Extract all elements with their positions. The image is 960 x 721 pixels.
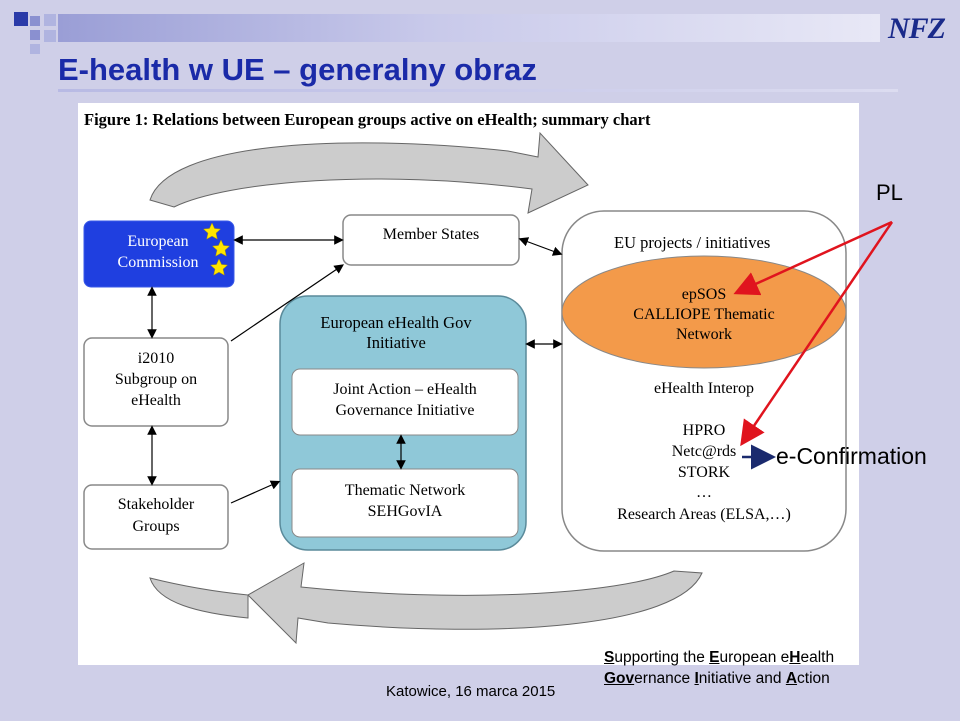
project-netcards: Netc@rds — [672, 443, 737, 460]
i2010-line3: eHealth — [131, 392, 181, 409]
star-icon — [211, 239, 231, 257]
stakeholder-line2: Groups — [132, 518, 179, 535]
acronym-letter: S — [604, 649, 615, 666]
corner-square-decoration — [44, 30, 56, 42]
acronym-text: ction — [797, 670, 830, 687]
title-underline — [58, 89, 898, 92]
red-arrow — [740, 221, 894, 447]
epsos-line1: epSOS — [682, 286, 726, 303]
i2010-line1: i2010 — [138, 350, 174, 367]
acronym-line2: Governance Initiative and Action — [604, 668, 834, 689]
arrow-i2010-member — [230, 264, 344, 342]
top-curved-arrow — [149, 131, 589, 214]
gov-initiative-line2: Initiative — [366, 333, 426, 352]
project-research-areas: Research Areas (ELSA,…) — [617, 506, 791, 523]
project-stork: STORK — [678, 464, 731, 481]
thematic-network-line1: Thematic Network — [345, 482, 465, 499]
pl-label: PL — [876, 180, 903, 205]
acronym-letter: I — [694, 670, 699, 687]
relations-figure: Figure 1: Relations between European gro… — [78, 103, 859, 665]
thematic-network-line2: SEHGovIA — [368, 503, 443, 520]
european-commission-box — [83, 220, 235, 288]
eu-projects-label: EU projects / initiatives — [614, 233, 770, 252]
corner-square-decoration — [30, 44, 40, 54]
acronym-line1: Supporting the European eHealth — [604, 647, 834, 668]
sehgovia-acronym: Supporting the European eHealth Governan… — [604, 647, 834, 689]
bottom-left-gray-band — [149, 577, 249, 619]
red-arrow — [733, 220, 893, 296]
acronym-letter: A — [785, 670, 798, 687]
acronym-letter: Gov — [604, 670, 635, 687]
joint-action-line2: Governance Initiative — [335, 402, 474, 419]
acronym-text: uropean e — [719, 649, 790, 666]
arrow-stakeholder-gov — [230, 480, 281, 504]
arrow-member-projects — [518, 237, 563, 256]
member-states-label: Member States — [383, 226, 479, 243]
slide-footer: Katowice, 16 marca 2015 — [386, 683, 556, 700]
corner-square-decoration — [30, 30, 40, 40]
figure-caption: Figure 1: Relations between European gro… — [84, 110, 651, 129]
star-icon — [209, 258, 229, 276]
slide-title: E-health w UE – generalny obraz — [58, 52, 537, 87]
e-confirmation-label: e-Confirmation — [776, 443, 927, 469]
ehealth-interop-label: eHealth Interop — [654, 380, 754, 397]
project-ellipsis: … — [696, 484, 712, 501]
project-hpro: HPRO — [683, 422, 726, 439]
gov-initiative-line1: European eHealth Gov — [320, 313, 472, 332]
epsos-ellipse — [561, 255, 847, 369]
stakeholder-line1: Stakeholder — [118, 496, 195, 513]
header-gradient-bar — [58, 14, 880, 42]
i2010-line2: Subgroup on — [115, 371, 197, 388]
acronym-text: upporting the — [614, 649, 710, 666]
star-icon — [202, 222, 222, 240]
corner-square-decoration — [14, 12, 28, 26]
corner-square-decoration — [30, 16, 40, 26]
acronym-text: ealth — [800, 649, 835, 666]
acronym-text: ernance — [634, 670, 695, 687]
commission-line2: Commission — [118, 254, 199, 271]
bottom-curved-arrow — [247, 562, 703, 645]
epsos-line3: Network — [676, 326, 732, 343]
joint-action-line1: Joint Action – eHealth — [333, 381, 477, 398]
acronym-text: nitiative and — [698, 670, 786, 687]
corner-square-decoration — [44, 14, 56, 26]
epsos-line2: CALLIOPE Thematic — [633, 306, 774, 323]
commission-line1: European — [127, 233, 188, 250]
acronym-letter: H — [789, 649, 801, 666]
nfz-logo: NFZ — [888, 12, 946, 45]
acronym-letter: E — [709, 649, 720, 666]
